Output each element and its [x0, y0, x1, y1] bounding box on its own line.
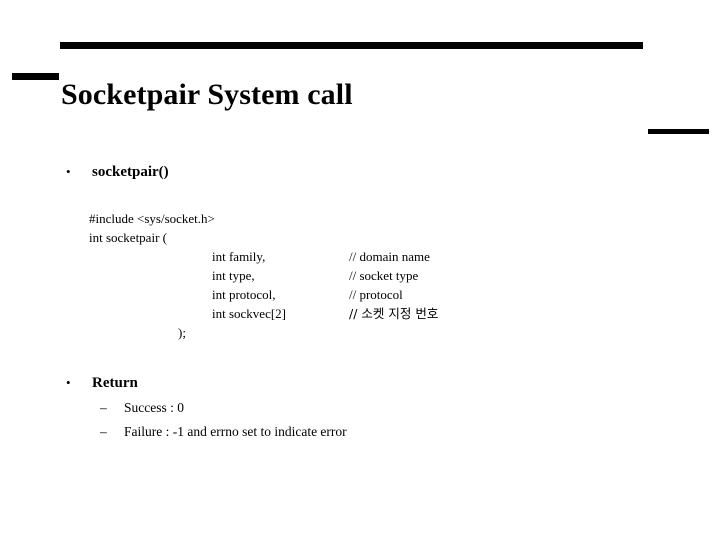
sub-bullet-item-failure-label: Failure : -1 and errno set to indicate e… [124, 424, 347, 439]
code-close-paren-text: ); [178, 325, 186, 340]
bullet-item-return-label: Return [92, 375, 138, 391]
code-param-sockvec-comment: // 소켓 지정 번호 [349, 306, 439, 321]
top-horizontal-rule [60, 42, 643, 49]
code-param-protocol-comment: // protocol [349, 287, 403, 302]
code-param-family-comment: // domain name [349, 249, 430, 264]
code-param-protocol-decl: int protocol, [212, 287, 276, 302]
bullet-item-socketpair: • socketpair() [66, 163, 169, 181]
left-accent-rule [12, 73, 59, 80]
code-line-param-protocol: int protocol, // protocol [89, 285, 403, 304]
code-line-param-type: int type, // socket type [89, 266, 418, 285]
code-line-param-family: int family, // domain name [89, 247, 430, 266]
code-line-include: #include <sys/socket.h> [89, 209, 215, 228]
code-line-signature: int socketpair ( [89, 228, 215, 247]
bullet-item-return: • Return [66, 374, 138, 392]
bullet-marker-icon: • [66, 164, 71, 179]
code-block: #include <sys/socket.h> int socketpair (… [89, 209, 438, 342]
sub-bullet-item-success: – Success : 0 [100, 399, 184, 416]
bullet-marker-icon: • [66, 375, 71, 390]
slide-title: Socketpair System call [61, 78, 353, 111]
dash-marker-icon: – [100, 400, 107, 415]
code-line-param-sockvec: int sockvec[2] // 소켓 지정 번호 [89, 304, 438, 323]
code-signature-text: int socketpair ( [89, 230, 167, 245]
code-param-sockvec-decl: int sockvec[2] [212, 306, 287, 321]
right-accent-rule [648, 129, 709, 134]
bullet-item-socketpair-label: socketpair() [92, 164, 169, 180]
sub-bullet-item-failure: – Failure : -1 and errno set to indicate… [100, 423, 347, 440]
sub-bullet-item-success-label: Success : 0 [124, 400, 184, 415]
code-param-family-decl: int family, [212, 249, 266, 264]
code-param-type-decl: int type, [212, 268, 255, 283]
code-include-text: #include <sys/socket.h> [89, 211, 215, 226]
code-line-close: ); [89, 323, 215, 342]
dash-marker-icon: – [100, 424, 107, 439]
code-param-type-comment: // socket type [349, 268, 419, 283]
